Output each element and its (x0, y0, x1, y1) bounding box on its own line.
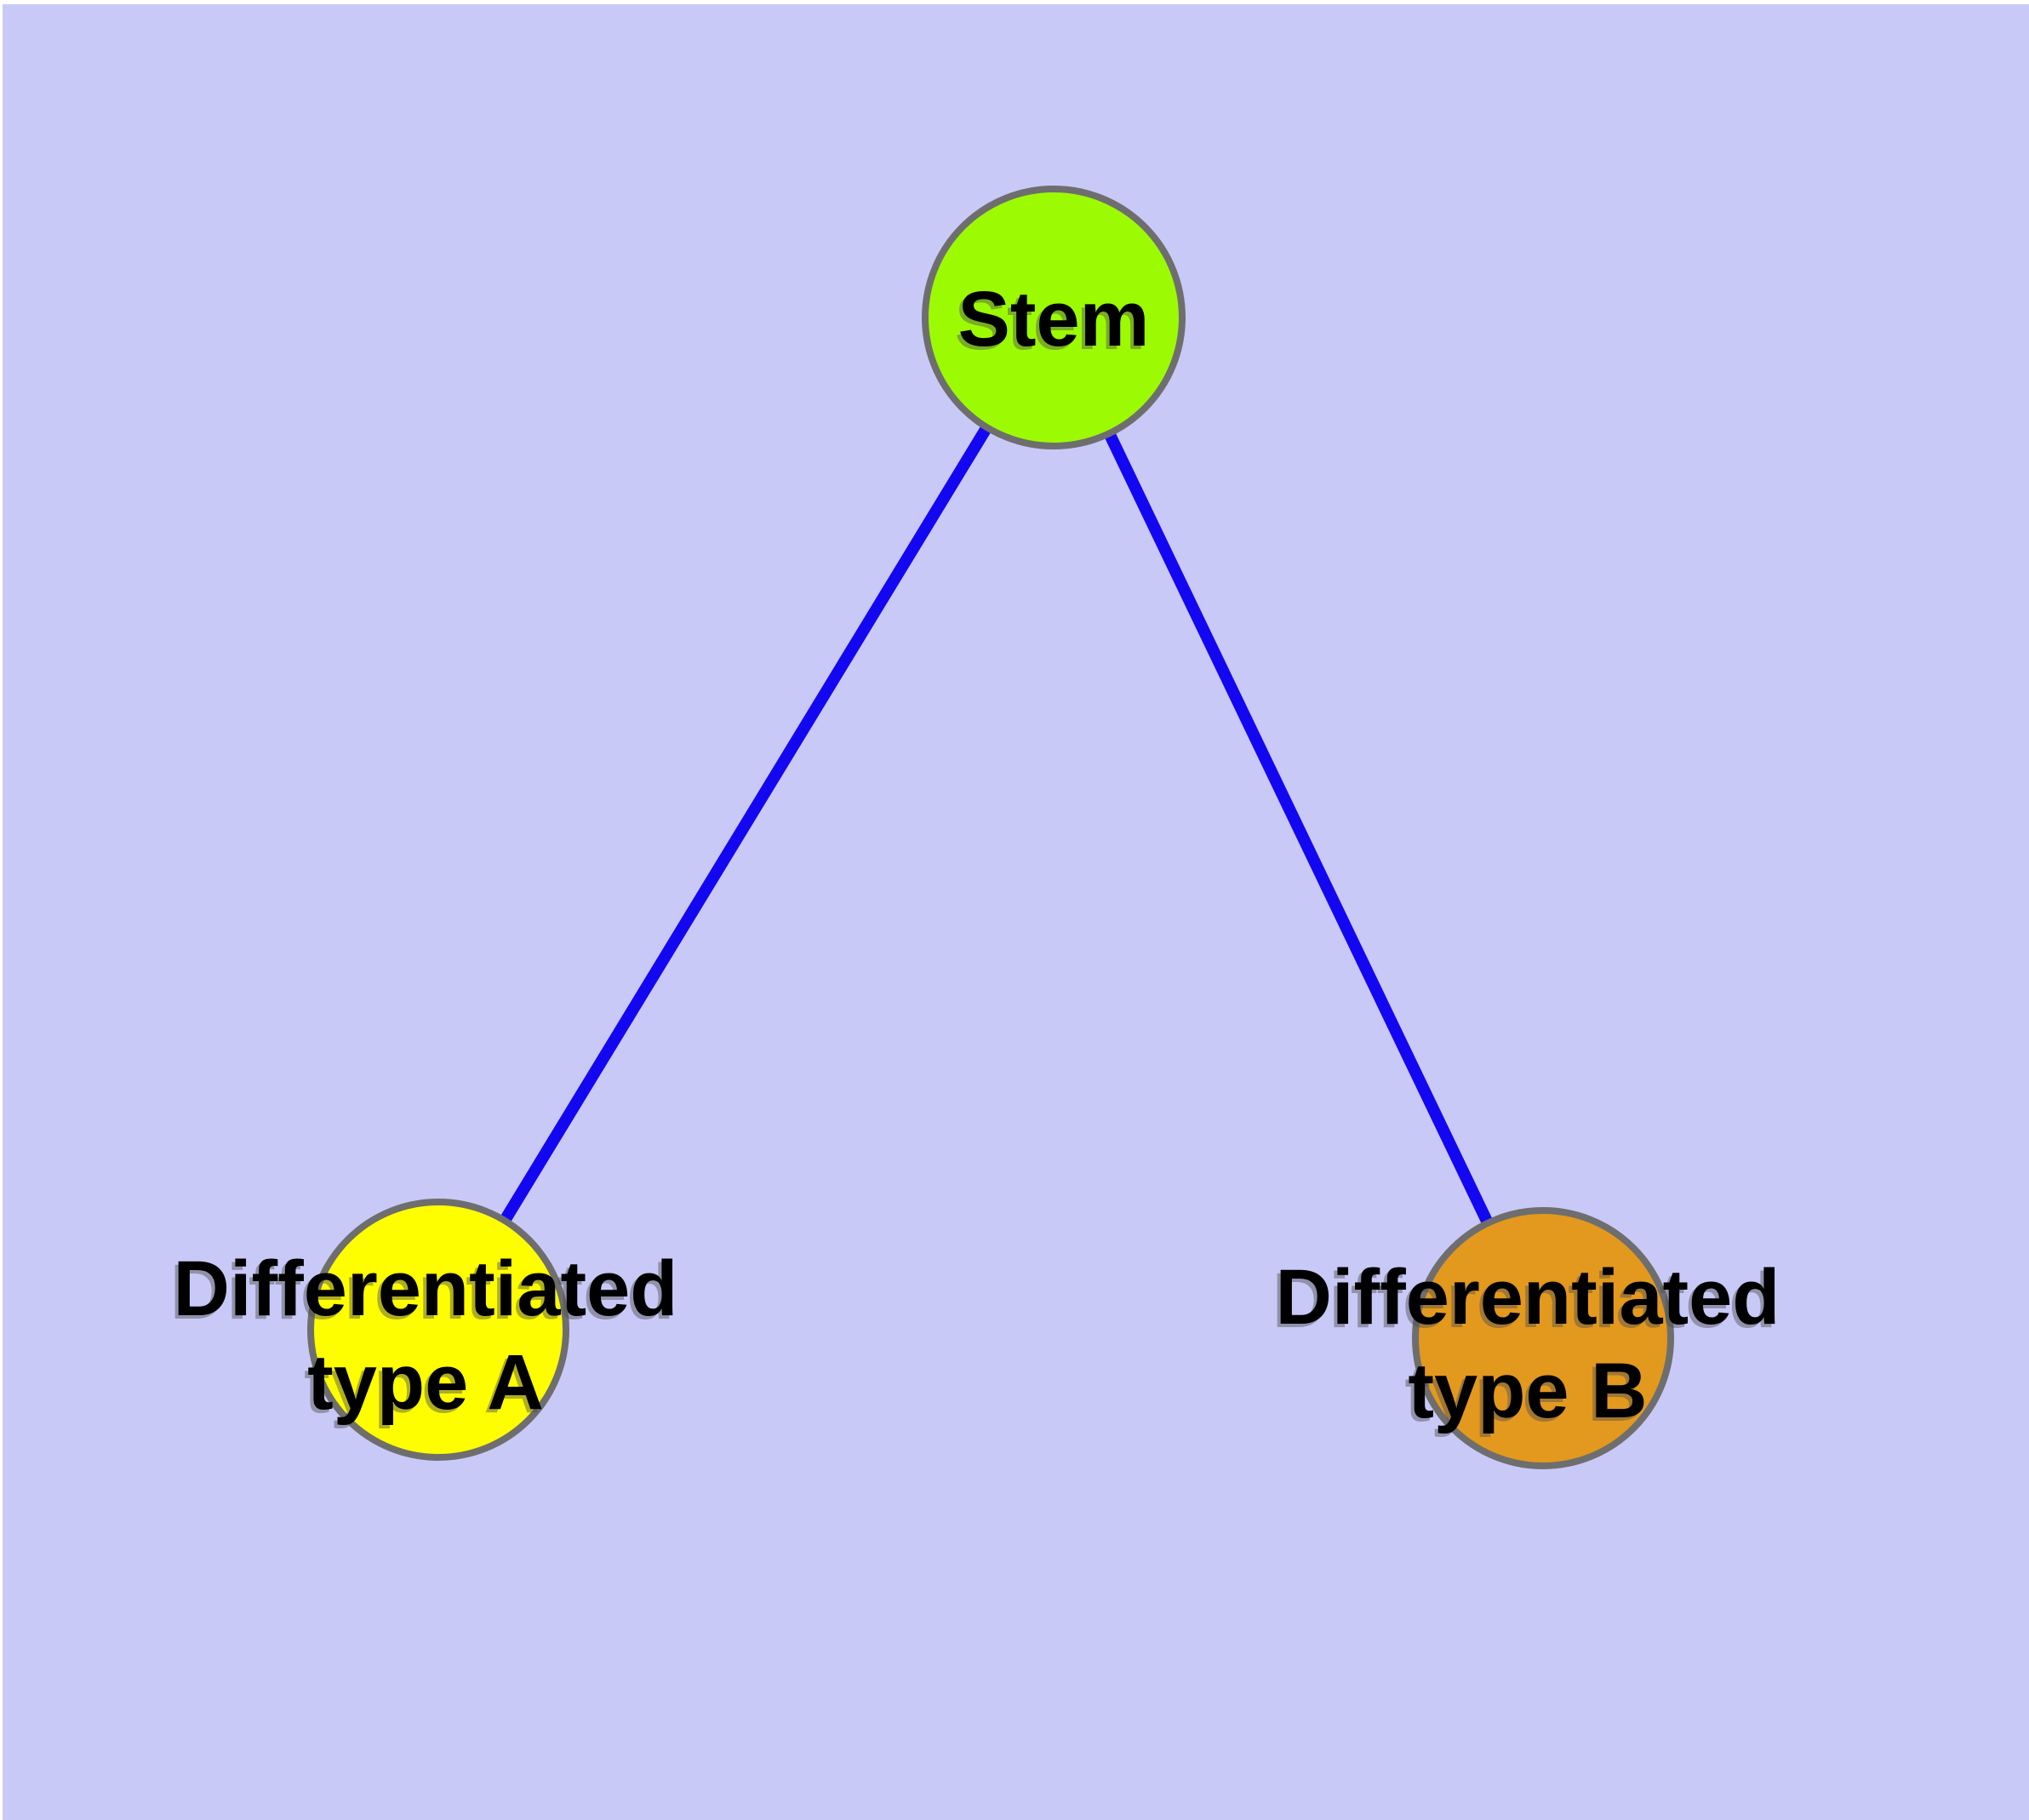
node-stem-circle (922, 186, 1186, 449)
node-type-b-label-line2: type B (1408, 1348, 1647, 1434)
edge-stem-to-type-b (1048, 314, 1549, 1342)
node-type-b-circle (1412, 1207, 1674, 1469)
node-type-a-label-line2: type A (307, 1339, 544, 1426)
node-type-b-label-line1: Differentiated (1276, 1254, 1780, 1341)
edge-stem-to-type-a (433, 314, 1059, 1333)
node-type-a-label-line1: Differentiated (174, 1245, 678, 1332)
node-stem-label: Stem (958, 276, 1150, 363)
node-type-a-circle (307, 1199, 569, 1461)
